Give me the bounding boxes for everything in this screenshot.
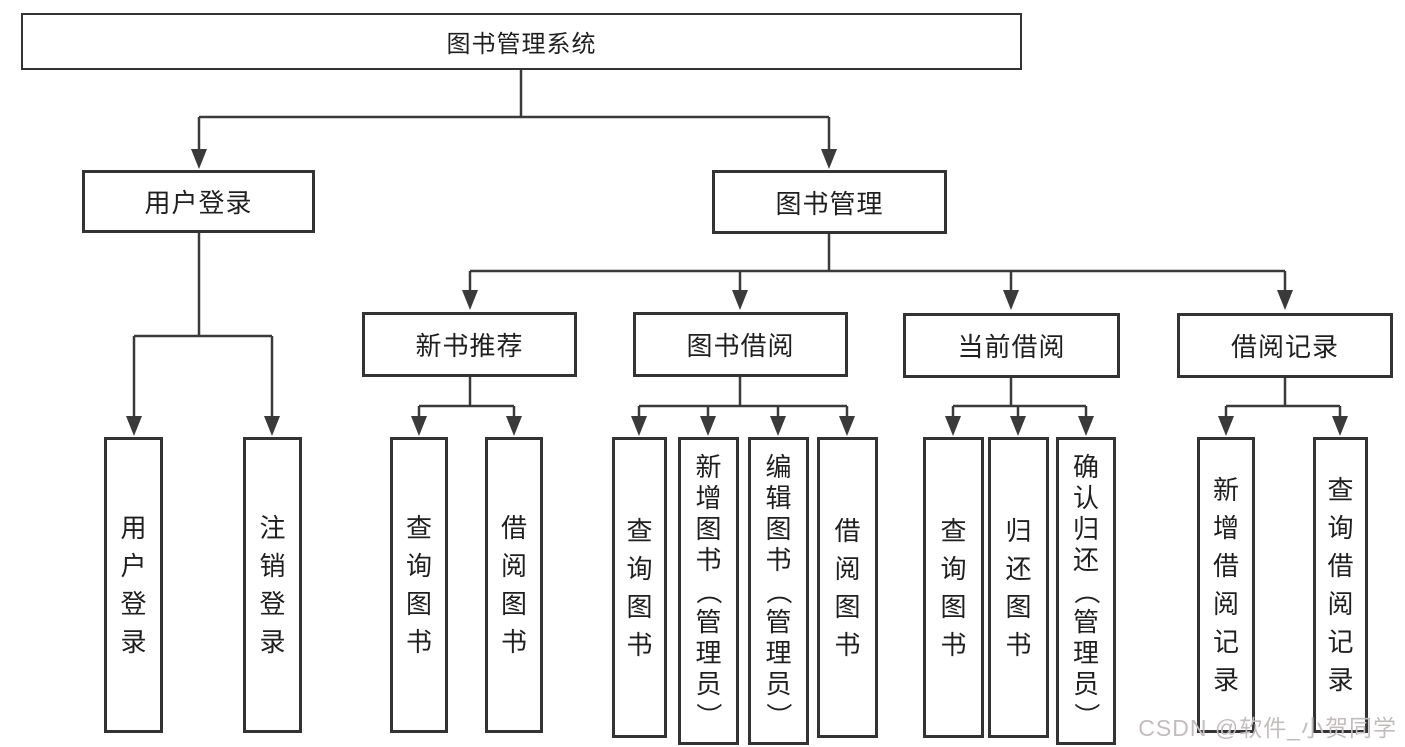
node-current-borrow: 当前借阅 [903,313,1120,378]
node-leaf-confirm-return-admin: 确认归还（管理员） [1056,437,1116,745]
node-book-management: 图书管理 [712,170,947,234]
node-leaf-borrow-books: 借阅图书 [817,437,878,738]
node-leaf-logout: 注销登录 [243,437,302,733]
node-leaf-return-books: 归还图书 [988,437,1049,738]
node-leaf-query-books-current: 查询图书 [923,437,984,738]
watermark: CSDN @软件_小贺同学 [1138,715,1397,741]
node-user-login: 用户登录 [82,170,315,233]
node-leaf-query-borrow-record: 查询借阅记录 [1313,437,1368,733]
node-leaf-borrow-books-recommend: 借阅图书 [485,437,543,733]
node-borrow-records: 借阅记录 [1177,313,1393,378]
node-new-book-recommend: 新书推荐 [362,312,577,377]
node-leaf-edit-books-admin: 编辑图书（管理员） [748,437,809,745]
node-leaf-user-login: 用户登录 [104,437,163,733]
arrowhead-icons [126,149,1348,436]
node-book-borrow: 图书借阅 [633,312,848,377]
node-leaf-query-books-borrow: 查询图书 [612,437,667,738]
node-leaf-add-borrow-record: 新增借阅记录 [1197,437,1255,733]
node-leaf-query-books-recommend: 查询图书 [390,437,448,733]
node-leaf-add-books-admin: 新增图书（管理员） [678,437,739,745]
node-library-system: 图书管理系统 [21,13,1022,70]
